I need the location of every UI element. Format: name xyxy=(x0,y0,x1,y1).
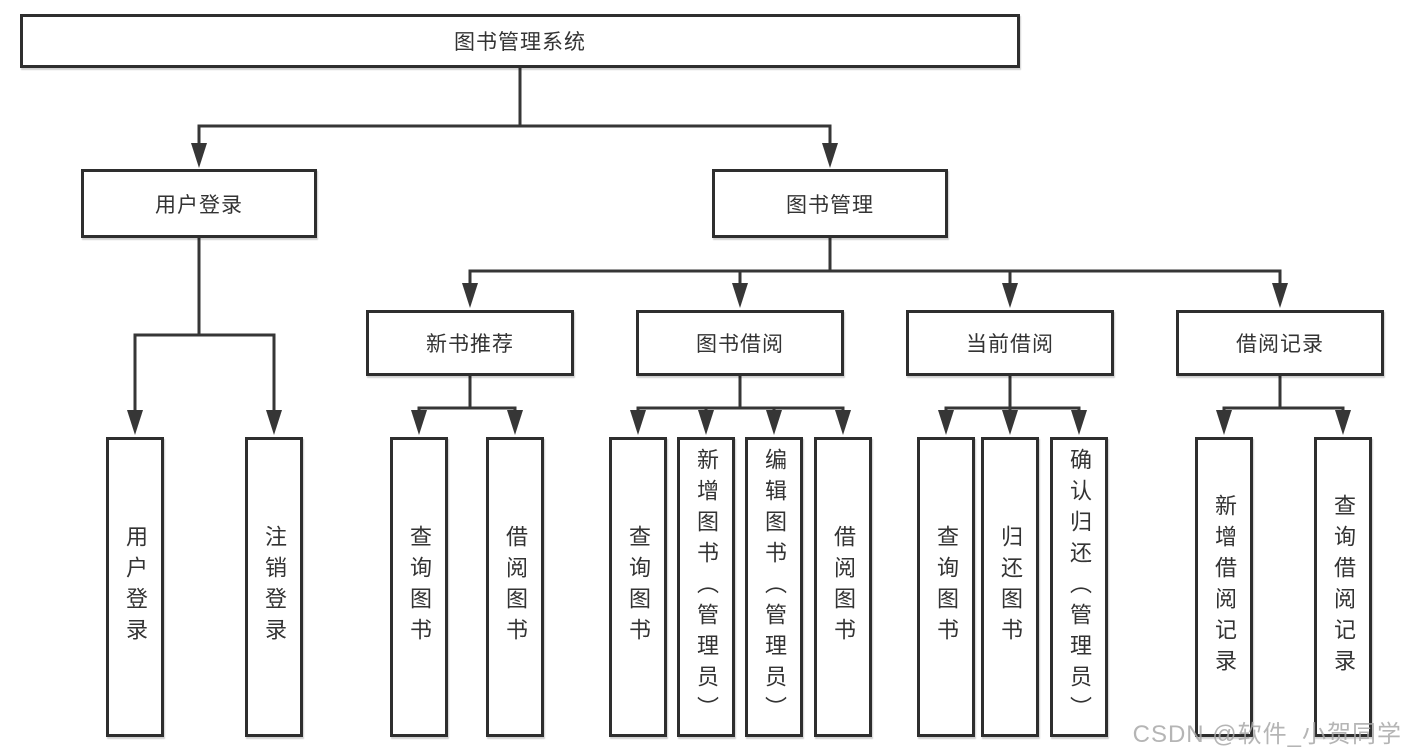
node-book-borrow: 图书借阅 xyxy=(636,310,844,376)
leaf-current-confirm-return-admin: 确认归还（管理员） xyxy=(1050,437,1108,737)
leaf-newbook-query-book: 查询图书 xyxy=(390,437,448,737)
node-new-book-recommend: 新书推荐 xyxy=(366,310,574,376)
connectors-new-book-recommend xyxy=(411,376,523,435)
leaf-borrow-query-book: 查询图书 xyxy=(609,437,667,737)
connectors-book-borrow xyxy=(630,376,851,435)
connectors-current-borrow xyxy=(938,376,1087,435)
leaf-current-query-book: 查询图书 xyxy=(917,437,975,737)
leaf-borrow-edit-book-admin: 编辑图书（管理员） xyxy=(745,437,803,737)
leaf-records-add-record: 新增借阅记录 xyxy=(1195,437,1253,737)
leaf-user-login: 用户登录 xyxy=(106,437,164,737)
leaf-logout: 注销登录 xyxy=(245,437,303,737)
leaf-borrow-add-book-admin: 新增图书（管理员） xyxy=(677,437,735,737)
csdn-watermark: CSDN @软件_小贺同学 xyxy=(1132,721,1402,747)
node-root-library-management-system: 图书管理系统 xyxy=(20,14,1020,68)
leaf-borrow-borrow-book: 借阅图书 xyxy=(814,437,872,737)
node-borrow-records: 借阅记录 xyxy=(1176,310,1384,376)
connectors-root-to-level2 xyxy=(191,68,838,168)
leaf-records-query-record: 查询借阅记录 xyxy=(1314,437,1372,737)
node-current-borrow: 当前借阅 xyxy=(906,310,1114,376)
leaf-newbook-borrow-book: 借阅图书 xyxy=(486,437,544,737)
node-book-management: 图书管理 xyxy=(712,169,948,238)
connectors-borrow-records xyxy=(1216,376,1351,435)
connectors-user-login-branch xyxy=(127,238,282,435)
leaf-current-return-book: 归还图书 xyxy=(981,437,1039,737)
connectors-book-management-to-groups xyxy=(462,238,1288,308)
node-user-login: 用户登录 xyxy=(81,169,317,238)
